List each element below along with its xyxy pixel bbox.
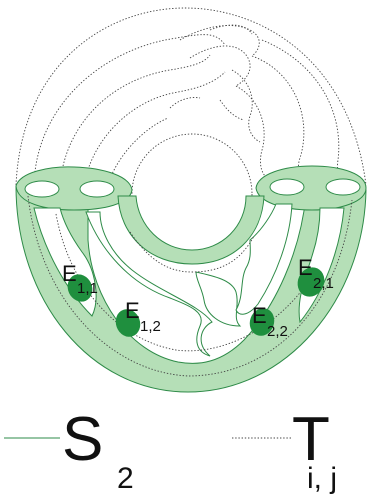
tube-left-1 xyxy=(33,34,226,186)
legend: S 2 T i, j xyxy=(4,405,337,495)
disk-e12: E 1,2 xyxy=(115,298,161,337)
disk-e22-shape xyxy=(249,308,275,336)
disk-e12-label: E xyxy=(125,298,140,323)
tube-left-2 xyxy=(59,54,211,186)
disk-e11-label: E xyxy=(62,261,77,286)
legend-s2: S 2 xyxy=(4,405,134,495)
tube-outer-boundary xyxy=(15,7,367,186)
disk-e11-shape xyxy=(67,274,93,302)
tube-link-1 xyxy=(219,99,245,121)
disk-e12-shape xyxy=(115,309,141,337)
disk-e22-sub: 2,2 xyxy=(267,323,288,340)
legend-s2-label: S xyxy=(62,405,103,474)
legend-s2-sub: 2 xyxy=(117,462,134,495)
overlay-inner-arc xyxy=(129,231,255,273)
legend-tij-sub: i, j xyxy=(307,462,337,495)
disk-e12-sub: 1,2 xyxy=(140,318,161,335)
cap-hole-left-1 xyxy=(24,180,60,198)
disk-e11-sub: 1,1 xyxy=(77,280,98,297)
cap-hole-right-1 xyxy=(269,178,305,196)
disk-e22: E 2,2 xyxy=(249,303,288,340)
legend-tij-label: T xyxy=(292,405,330,474)
tube-link-2 xyxy=(169,97,201,109)
surface-inner-collar xyxy=(117,195,265,265)
surface-window-center-left xyxy=(85,211,213,357)
cap-hole-left-2 xyxy=(79,180,115,198)
tube-right-1 xyxy=(235,85,271,181)
disk-e21: E 2,1 xyxy=(297,255,334,297)
surface-s2 xyxy=(15,165,367,393)
tube-cross-3 xyxy=(209,24,253,35)
tube-right-3 xyxy=(261,39,347,185)
tube-left-3 xyxy=(83,71,226,186)
disk-e21-label: E xyxy=(298,255,313,280)
tube-cross-1 xyxy=(179,25,260,57)
tube-right-4 xyxy=(231,69,261,143)
tube-cross-2 xyxy=(189,45,251,87)
surface-window-right xyxy=(235,203,293,315)
surface-window-center xyxy=(195,271,242,327)
tube-right-2 xyxy=(251,55,307,183)
disk-e22-label: E xyxy=(252,303,267,328)
disk-e11: E 1,1 xyxy=(62,261,98,302)
disks: E 1,1 E 1,2 E 2,2 E 2,1 xyxy=(62,255,334,340)
legend-tij: T i, j xyxy=(232,405,337,495)
disk-e21-sub: 2,1 xyxy=(313,275,334,292)
disk-e21-shape xyxy=(297,267,325,297)
cap-hole-right-2 xyxy=(325,178,361,196)
